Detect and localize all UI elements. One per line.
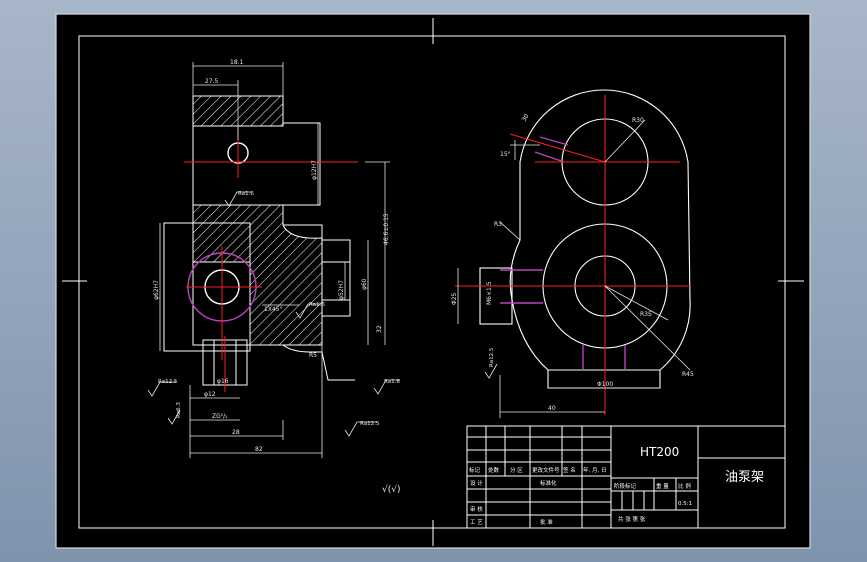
dim-top-width: 18.1 — [230, 59, 244, 66]
ra-3: Ra12.5 — [158, 379, 178, 385]
right-boss — [321, 239, 351, 317]
dim-width-60: φ60 — [361, 278, 368, 290]
label-sheets: 共 张 第 张 — [618, 515, 646, 523]
title-block-texts: HT200 油泵架 0.5:1 标记 处数 分 区 更改文件号 签 名 年, 月… — [469, 445, 764, 526]
drawing-sheet — [55, 13, 811, 549]
dim-r30-top: R30 — [632, 117, 644, 124]
dim-width-28: 28 — [232, 429, 240, 436]
label-approve: 批 准 — [540, 518, 553, 526]
dim-width-82: 82 — [255, 446, 263, 453]
ra-6: Ra12.5 — [360, 421, 380, 427]
label-zone: 分 区 — [510, 466, 523, 474]
dim-r5: R5 — [309, 352, 317, 359]
dim-b100: Φ100 — [597, 381, 613, 388]
right-dimension-lines — [457, 119, 691, 418]
label-sign: 签 名 — [563, 466, 576, 474]
dim-chamfer: 1X45° — [264, 306, 283, 313]
dim-right-diam: φ52H7 — [338, 280, 345, 300]
label-date: 年, 月, 日 — [583, 466, 607, 474]
drawing-frame — [78, 35, 786, 529]
left-boss — [479, 267, 513, 325]
ra-5: Ra1.6 — [384, 379, 400, 385]
highlight-lines — [500, 136, 626, 370]
label-standardize: 标准化 — [540, 479, 557, 487]
left-dimension-lines — [159, 62, 390, 458]
label-weight: 重 量 — [656, 482, 669, 490]
dim-top-inner: 27.5 — [205, 78, 219, 85]
dim-bottom-12: φ12 — [204, 391, 216, 398]
left-dimension-texts: 18.1 27.5 46.6±0.15 φ12H7 φ62H7 φ52H7 1X… — [153, 59, 390, 453]
right-center-lines — [455, 95, 690, 415]
label-review: 审 核 — [470, 505, 483, 513]
right-dimension-texts: R30 30 15° R3 M6×1.5 Φ25 R35 R45 Φ100 40 — [451, 113, 694, 412]
centering-marks — [62, 18, 804, 546]
material-label: HT200 — [640, 445, 679, 459]
ra-4: Ra6.3 — [176, 402, 182, 418]
ra-2: Ra1.6 — [309, 302, 325, 308]
label-scale: 比 例 — [678, 482, 691, 490]
dim-bore: φ62H7 — [153, 280, 160, 300]
title-block — [466, 425, 786, 529]
dim-m: M6×1.5 — [486, 281, 493, 305]
roughness-symbols — [147, 191, 498, 437]
dim-height-32: 32 — [376, 325, 383, 333]
dim-30: 30 — [521, 113, 531, 123]
label-designer: 设 计 — [470, 479, 483, 487]
roughness-texts: Ra1.6 Ra1.6 Ra12.5 Ra6.3 Ra1.6 Ra12.5 Ra… — [158, 191, 495, 427]
dim-overall-height: 46.6±0.15 — [383, 213, 390, 245]
scale-value: 0.5:1 — [678, 501, 692, 507]
part-name: 油泵架 — [725, 470, 764, 485]
dim-thread: ZG¹/₂ — [212, 413, 228, 420]
dim-angle-15: 15° — [500, 151, 511, 158]
dim-r45: R45 — [682, 371, 694, 378]
dim-upper-hole: φ12H7 — [311, 160, 318, 180]
label-change-doc: 更改文件号 — [532, 466, 560, 474]
dim-r3: R3 — [494, 221, 502, 228]
label-mark: 标记 — [469, 466, 481, 474]
ra-1: Ra1.6 — [238, 191, 254, 197]
dim-bottom-16: φ16 — [217, 378, 229, 385]
general-roughness-note: √(√) — [382, 484, 401, 495]
label-process: 工 艺 — [470, 519, 483, 526]
label-stage: 阶段标记 — [614, 482, 637, 490]
label-count: 处数 — [488, 466, 500, 474]
dim-25: Φ25 — [451, 292, 458, 305]
dim-r35: R35 — [640, 311, 652, 318]
dim-w40: 40 — [548, 405, 556, 412]
ra-7: Ra12.5 — [489, 347, 495, 367]
